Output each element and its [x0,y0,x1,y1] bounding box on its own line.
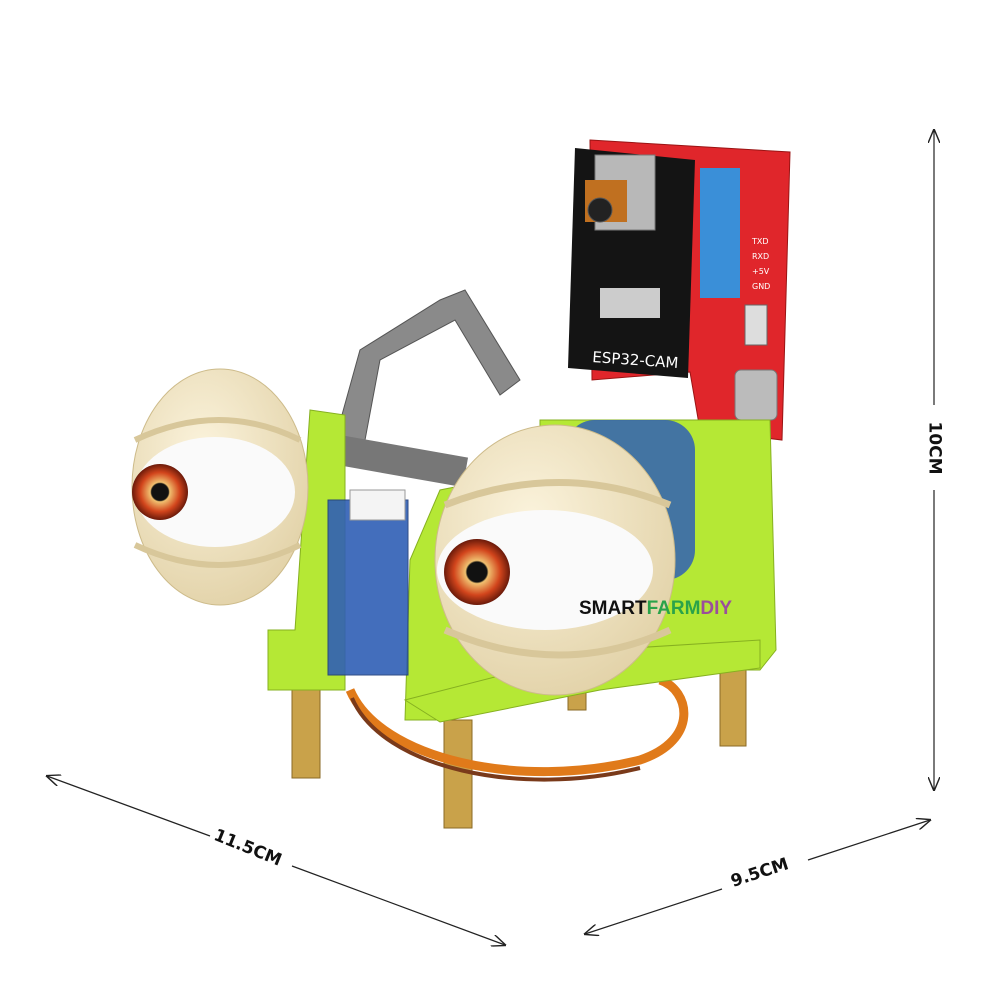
height-label: 10CM [924,421,945,475]
pin-label: RXD [752,252,769,261]
pin-label: +5V [752,267,770,276]
linkage-arm [334,289,521,441]
board-label: ESP32-CAM [592,348,679,372]
pin-label: TXD [751,237,769,246]
pin-label: GND [752,282,770,291]
right-eyeball [434,424,676,696]
dimension-arrows [47,130,934,945]
esp32-cam-board: ESP32-CAM [568,148,695,378]
pin-labels: TXD RXD +5V GND [751,237,770,291]
watermark-logo: SMARTFARMDIY [579,598,732,619]
watermark-part2: DIY [700,598,732,619]
left-eyeball [131,368,309,606]
watermark-farm: FARM [647,598,701,619]
watermark-part1: SMART [579,598,647,619]
